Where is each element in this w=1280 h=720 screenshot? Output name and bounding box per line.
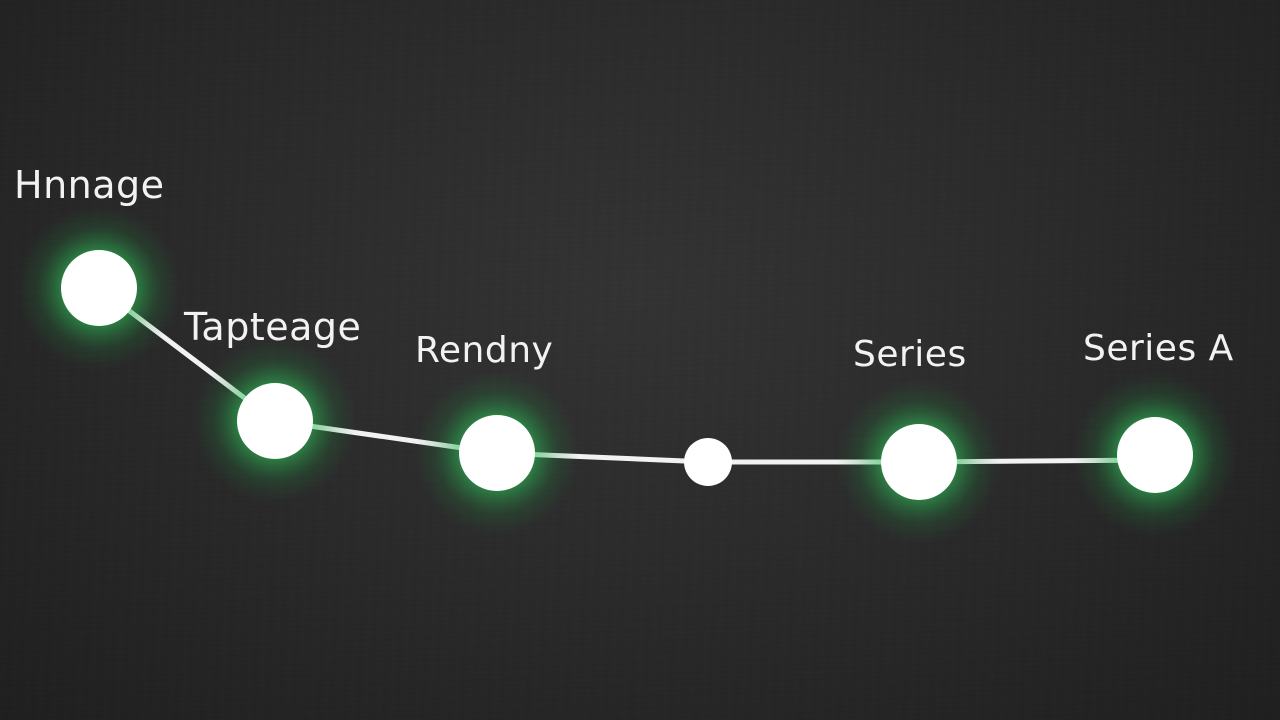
node-dot xyxy=(881,424,957,500)
node-4 xyxy=(684,438,732,486)
node-label: Series xyxy=(853,334,967,375)
node-6: Series A xyxy=(1073,328,1237,537)
node-2: Taptеage xyxy=(183,305,361,503)
node-3: Rendny xyxy=(415,330,579,535)
node-5: Series xyxy=(837,334,1001,544)
node-label: Hnnage xyxy=(14,163,165,207)
node-label: Taptеage xyxy=(183,305,361,349)
node-dot xyxy=(459,415,535,491)
node-label: Rendny xyxy=(415,330,553,371)
node-dot xyxy=(684,438,732,486)
node-dot xyxy=(61,250,137,326)
node-dot xyxy=(1117,417,1193,493)
node-dot xyxy=(237,383,313,459)
node-label: Series A xyxy=(1083,328,1234,369)
node-1: Hnnage xyxy=(14,163,181,370)
